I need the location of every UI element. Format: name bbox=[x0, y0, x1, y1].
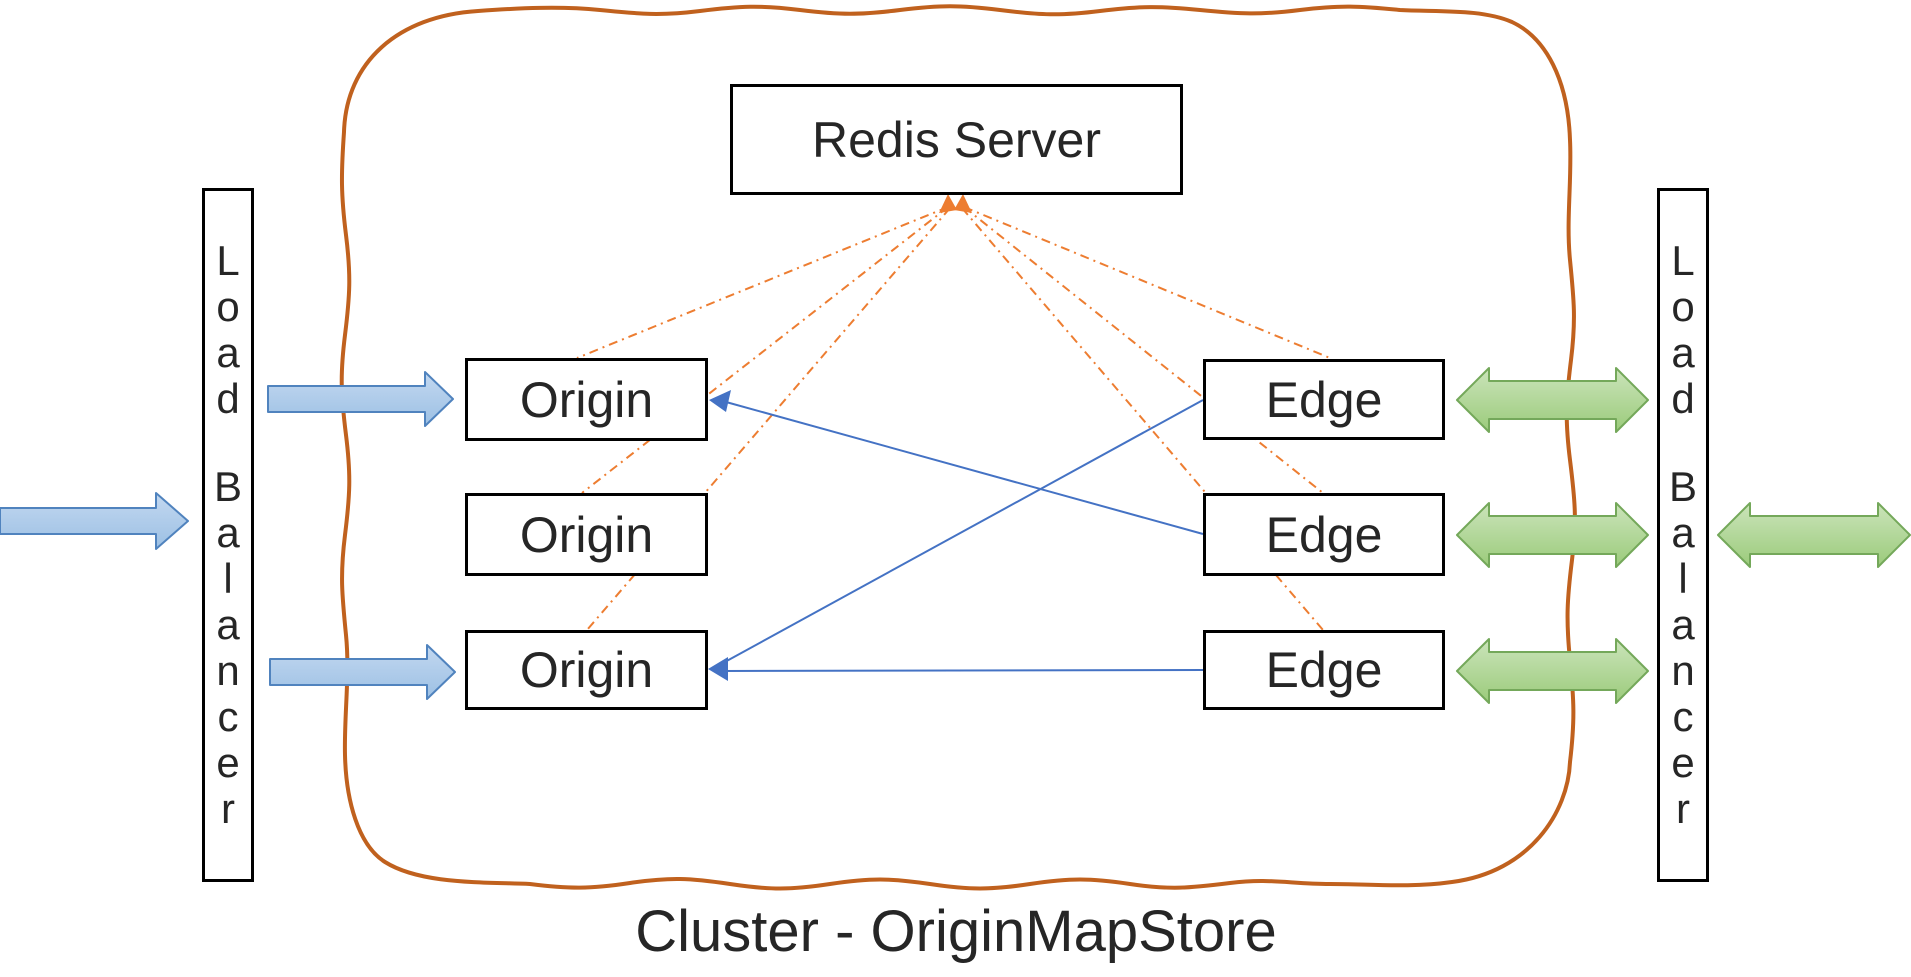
cluster-boundary-border bbox=[339, 4, 1577, 891]
edge-box-1: Edge bbox=[1203, 359, 1445, 440]
green-arrow-edge-3 bbox=[1456, 638, 1649, 704]
blue-arrow-to-origin-1 bbox=[267, 371, 454, 427]
blue-arrow-to-origin-3 bbox=[269, 644, 456, 700]
redis-link-origin-1 bbox=[576, 206, 949, 359]
connector-edge3-to-origin3 bbox=[722, 669, 1204, 672]
edge-2-label: Edge bbox=[1265, 506, 1383, 563]
redis-link-edge-2 bbox=[963, 206, 1324, 494]
connector-arrowhead-origin1-icon bbox=[709, 390, 731, 412]
cluster-label: Cluster - OriginMapStore bbox=[635, 899, 1277, 964]
redis-server-box: Redis Server bbox=[730, 84, 1183, 195]
redis-link-origin-2 bbox=[581, 206, 949, 494]
blue-arrow-external-in bbox=[0, 492, 189, 550]
redis-server-label: Redis Server bbox=[812, 111, 1101, 168]
edge-1-label: Edge bbox=[1265, 371, 1383, 428]
green-arrow-edge-1 bbox=[1456, 367, 1649, 433]
origin-1-label: Origin bbox=[519, 371, 654, 428]
redis-arrowhead-right-icon bbox=[954, 194, 972, 213]
redis-link-edge-1 bbox=[963, 206, 1331, 359]
origin-box-3: Origin bbox=[465, 630, 708, 710]
edge-3-label: Edge bbox=[1265, 642, 1383, 698]
edge-box-3: Edge bbox=[1203, 630, 1445, 710]
connector-edge1-to-origin3 bbox=[722, 399, 1204, 664]
connector-edge2-to-origin1 bbox=[725, 401, 1204, 535]
edge-box-2: Edge bbox=[1203, 493, 1445, 576]
origin-box-2: Origin bbox=[465, 493, 708, 576]
origin-3-label: Origin bbox=[519, 642, 654, 698]
green-arrow-edge-2 bbox=[1456, 502, 1649, 568]
connector-arrowhead-origin3-icon bbox=[708, 657, 728, 681]
origin-2-label: Origin bbox=[519, 506, 654, 563]
origin-box-1: Origin bbox=[465, 358, 708, 441]
redis-arrowhead-left-icon bbox=[939, 194, 957, 213]
green-arrow-external-out bbox=[1717, 502, 1911, 568]
